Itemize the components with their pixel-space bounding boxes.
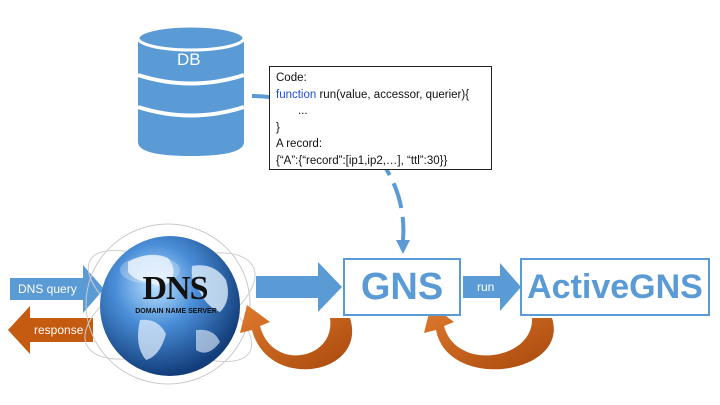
gns-to-globe-curved-arrow	[240, 305, 353, 370]
globe-to-gns-arrow	[256, 262, 342, 312]
active-gns-box: ActiveGNS	[520, 258, 710, 316]
run-arrow	[463, 263, 521, 311]
dns-query-arrow	[10, 265, 104, 313]
record-heading: A record:	[276, 138, 323, 151]
code-heading: Code:	[276, 72, 307, 84]
gns-label: GNS	[360, 265, 444, 308]
active-gns-label: ActiveGNS	[527, 267, 703, 306]
response-arrow	[8, 306, 93, 354]
db-cylinder-icon	[136, 24, 246, 156]
record-value: {“A”:{“record”:[ip1,ip2,…], “ttl”:30}}	[276, 154, 448, 167]
dns-globe-title: DNS	[142, 270, 208, 307]
code-signature: run(value, accessor, querier){	[316, 88, 470, 101]
code-function-line: function run(value, accessor, querier){	[276, 87, 485, 104]
dns-globe-icon	[84, 223, 256, 385]
code-keyword: function	[276, 88, 317, 101]
code-body: ...	[298, 105, 308, 118]
code-record-box: Code: function run(value, accessor, quer…	[269, 66, 492, 170]
run-label: run	[477, 280, 495, 294]
dns-query-label: DNS query	[18, 282, 77, 296]
activegns-to-gns-curved-arrow	[424, 305, 554, 370]
db-label: DB	[177, 50, 201, 69]
dns-globe-subtitle: DOMAIN NAME SERVER	[135, 308, 217, 315]
code-close-brace: }	[276, 121, 280, 134]
response-label: response	[34, 323, 84, 337]
gns-box: GNS	[343, 258, 461, 316]
